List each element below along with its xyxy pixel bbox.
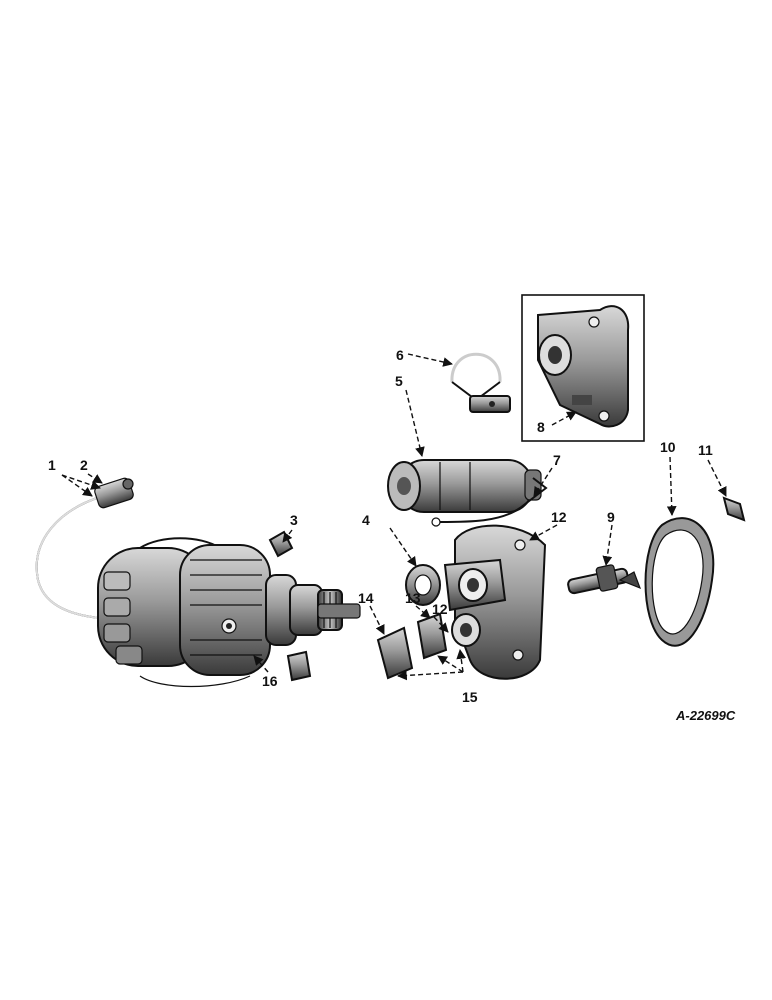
- washer-4: [405, 564, 441, 606]
- callout-3: 3: [290, 512, 298, 528]
- callout-11: 11: [698, 442, 713, 458]
- leader-lines: [61, 353, 727, 681]
- callout-labels: 1 2 3 4 5 6 7 8 9 10 11 12 12 13 14 15 1…: [48, 347, 713, 705]
- callout-12-lower: 12: [432, 601, 448, 617]
- coil-bracket: [450, 352, 511, 413]
- gasket-13: [416, 612, 448, 660]
- callout-4: 4: [362, 512, 370, 528]
- distributor-clamp-piece: [286, 650, 312, 682]
- drive-shaft: [567, 564, 642, 595]
- callout-5: 5: [395, 373, 403, 389]
- gasket-14: [376, 626, 414, 680]
- distributor-housing: [139, 544, 271, 688]
- inset-frame: [521, 294, 645, 442]
- callout-7: 7: [553, 452, 561, 468]
- cable-terminal-connector: [94, 477, 134, 509]
- adapter-housing-inset: [537, 305, 630, 428]
- figure-reference: A-22699C: [675, 708, 736, 723]
- callout-15: 15: [462, 689, 478, 705]
- callout-9: 9: [607, 509, 615, 525]
- part-11-key: [722, 496, 746, 522]
- callout-16: 16: [262, 673, 278, 689]
- callout-1: 1: [48, 457, 56, 473]
- coil-lead-wire: [439, 477, 548, 523]
- callout-12-upper: 12: [551, 509, 567, 525]
- callout-2: 2: [80, 457, 88, 473]
- part-3-clip: [268, 530, 294, 558]
- ignition-cable: [35, 496, 101, 619]
- callout-8: 8: [537, 419, 545, 435]
- ignition-coil: [387, 459, 542, 513]
- callout-13: 13: [405, 590, 421, 606]
- distributor-shank: [265, 574, 361, 646]
- callout-6: 6: [396, 347, 404, 363]
- callout-10: 10: [660, 439, 676, 455]
- callout-14: 14: [358, 590, 374, 606]
- distributor-assembly: [35, 477, 361, 688]
- adapter-housing: [443, 524, 547, 680]
